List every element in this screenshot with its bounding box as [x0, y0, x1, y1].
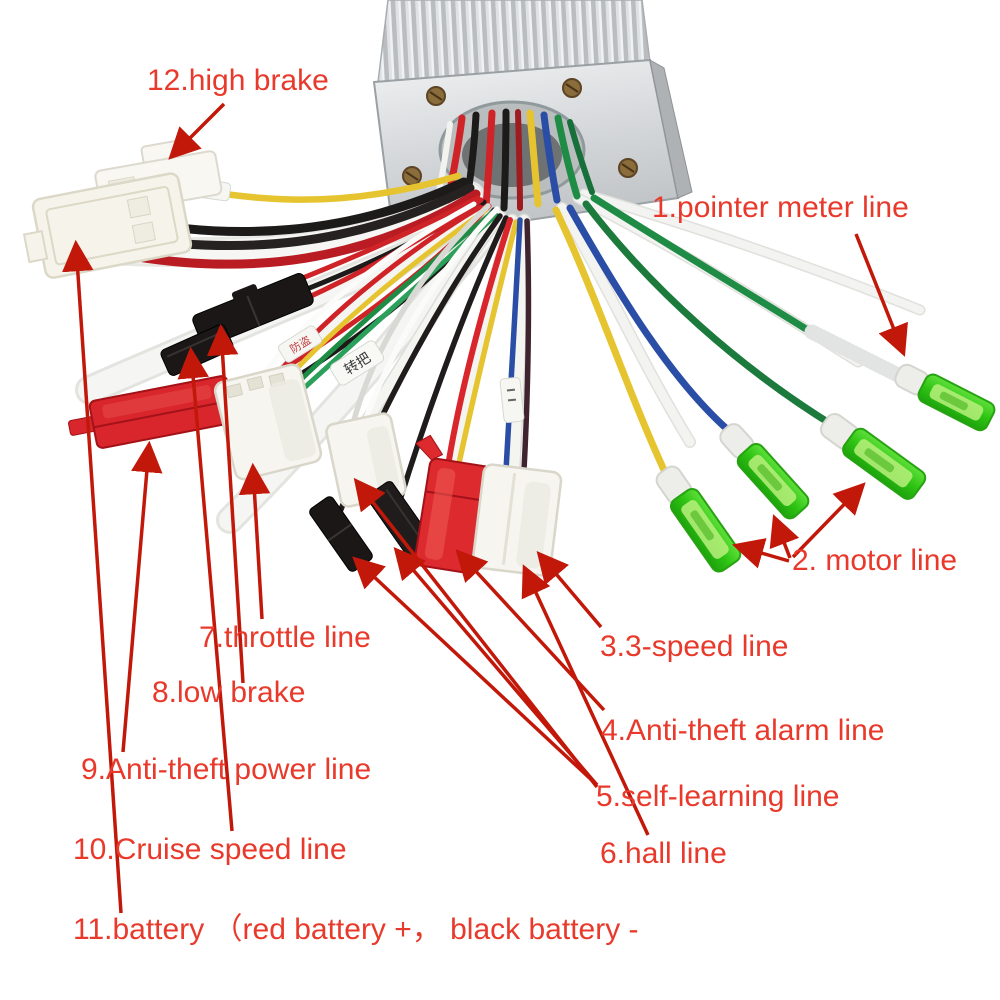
wire-alarm-red	[445, 217, 513, 469]
label-antitheft-power: 9.Anti-theft power line	[81, 753, 372, 786]
label-pointer-meter: 1.pointer meter line	[652, 191, 909, 224]
motor-terminal-green	[820, 412, 927, 500]
callout-arrows	[62, 102, 908, 914]
label-low-brake: 8.low brake	[152, 676, 306, 709]
wire-low-brake-white	[361, 206, 500, 427]
wire-harness	[121, 108, 912, 515]
motor-terminal-green	[655, 465, 742, 573]
arrow-motor-3	[791, 482, 866, 559]
wire-sleeve	[499, 376, 525, 424]
wire-pointer-meter-green	[590, 194, 818, 338]
white-cable-right	[580, 190, 924, 314]
arrow-self-learning-3	[353, 477, 599, 789]
wire-stub-red	[482, 109, 496, 210]
screw	[402, 166, 422, 186]
arrow-throttle	[238, 462, 271, 620]
label-self-learning: 5.self-learning line	[596, 780, 840, 813]
arrow-low-brake	[206, 323, 245, 684]
wire-motor-yellow	[552, 206, 668, 474]
pointer-meter-sleeve-tube	[804, 324, 912, 386]
wire-stub-black	[500, 108, 510, 212]
three-speed-hall-connector	[471, 463, 563, 577]
screw	[618, 158, 638, 178]
screw	[562, 78, 582, 98]
arrow-pointer-meter	[854, 233, 908, 357]
wire-stub-green	[567, 119, 595, 195]
label-3-speed: 3.3-speed line	[600, 630, 789, 663]
arrow-hall	[521, 564, 650, 836]
wire-alarm-yellow	[455, 219, 519, 471]
hall-cable-sheath	[509, 215, 529, 477]
label-battery: 11.battery （red battery +， black battery…	[73, 913, 639, 946]
wire-stub-yellow	[526, 109, 542, 208]
wire-motor-blue	[566, 204, 732, 434]
wire-sleeves: 防盗 转把	[194, 178, 525, 424]
throttle-connector	[213, 363, 323, 481]
arrow-self-learning-1	[352, 556, 599, 787]
screw	[426, 86, 446, 106]
wire-battery-red	[133, 189, 481, 269]
wire-low-brake-gray	[351, 203, 491, 423]
arrow-cruise	[177, 346, 234, 832]
arrow-motor-1	[731, 538, 790, 569]
wire-stub-darkred	[515, 109, 523, 211]
arrow-antitheft-power	[121, 440, 163, 753]
wire-hall-blue	[503, 217, 523, 473]
label-throttle: 7.throttle line	[199, 621, 371, 654]
motor-terminal-green	[719, 423, 810, 520]
pointer-meter-terminal-green	[894, 363, 996, 432]
controller-side-edge	[649, 59, 693, 199]
wire-self-learning-black	[397, 215, 509, 503]
white-cable-right	[557, 203, 695, 447]
wire-hall-brown	[521, 218, 532, 473]
wire-throttle-white	[255, 201, 477, 385]
wire-motor-green	[582, 200, 838, 430]
label-high-brake: 12.high brake	[147, 64, 329, 97]
label-hall: 6.hall line	[600, 837, 727, 870]
arrow-motor-2	[769, 514, 800, 559]
label-cruise: 10.Cruise speed line	[73, 833, 347, 866]
arrow-antitheft-alarm	[455, 549, 606, 712]
arrow-high-brake	[168, 102, 226, 160]
wire-throttle-green	[283, 210, 495, 397]
arrow-battery	[62, 239, 123, 914]
label-motor: 2. motor line	[792, 544, 958, 577]
wire-stub-blue	[540, 111, 561, 204]
wire-stub-green	[554, 114, 581, 200]
label-antitheft-alarm: 4.Anti-theft alarm line	[601, 714, 885, 747]
arrow-3-speed	[536, 550, 603, 629]
wire-sleeve-antitheft: 防盗	[277, 325, 323, 363]
